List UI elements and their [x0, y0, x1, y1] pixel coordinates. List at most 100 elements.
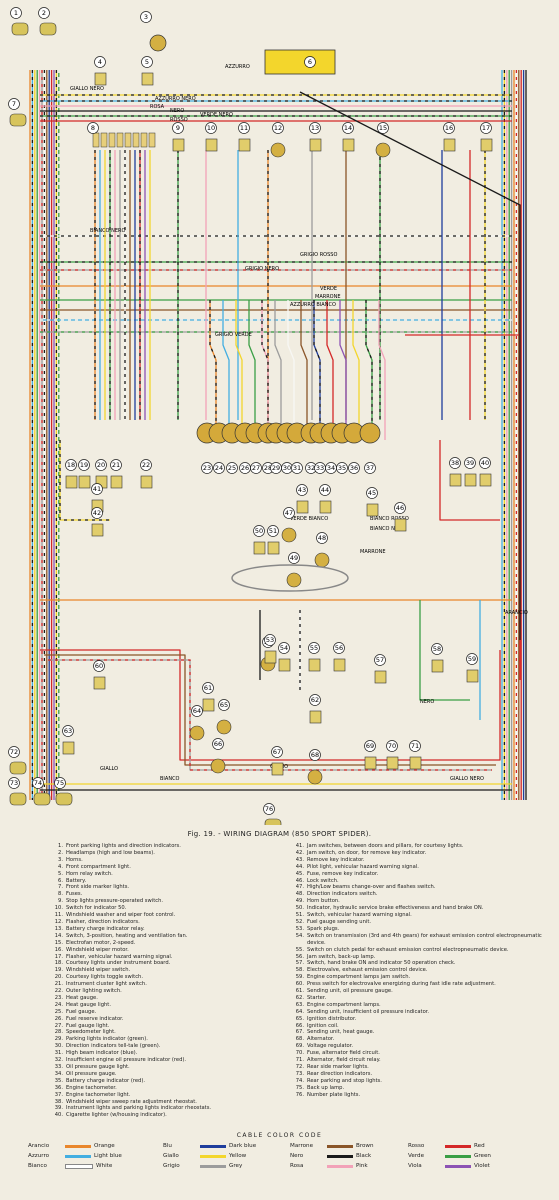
wire-label: GRIGIO VERDE [215, 332, 252, 338]
component-71: 71 [409, 740, 422, 770]
legend-item: 72.Rear side marker lights. [287, 1064, 549, 1071]
component-50: 50 [253, 525, 266, 555]
legend-item: 31.High beam indicator (blue). [46, 1050, 282, 1057]
legend-item: 7.Front side marker lights. [46, 884, 282, 891]
legend-number: 63. [295, 1001, 304, 1008]
cable-italian-name: Rosa [290, 1163, 304, 1169]
legend-number: 76. [295, 1091, 304, 1098]
wire-label: GRIGIO ROSSO [300, 252, 337, 258]
component-46: 46 [394, 502, 407, 532]
cable-english-name: Red [474, 1143, 485, 1149]
component-number: 72 [10, 748, 18, 756]
legend-text: Alternator. [307, 1036, 335, 1043]
component-number: 58 [433, 645, 441, 653]
component-number: 53 [266, 636, 274, 644]
legend-item: 62.Starter. [287, 995, 549, 1002]
legend-item: 33.Oil pressure gauge light. [46, 1064, 282, 1071]
device-icon [78, 475, 91, 489]
component-number-badge [250, 462, 262, 474]
cable-color-swatch [327, 1164, 353, 1168]
lamp-icon [9, 792, 27, 806]
component-number: 15 [379, 124, 387, 132]
component-number-badge [336, 462, 348, 474]
wire-label: AZZURRO NERO [155, 96, 196, 102]
device-icon [253, 541, 266, 555]
component-number-badge [364, 462, 376, 474]
component-number: 25 [228, 464, 236, 472]
legend-number: 37. [54, 1091, 63, 1098]
wire-label: ARANCIO [505, 610, 528, 616]
component-75: 75 [54, 777, 73, 806]
cable-italian-name: Grigio [163, 1163, 180, 1169]
component-number-badge [93, 660, 105, 672]
wire-label: ROSSO [170, 117, 188, 123]
component-number-badge [278, 642, 290, 654]
cable-color-swatch [200, 1154, 226, 1158]
component-number: 35 [338, 464, 346, 472]
legend-number: 68. [295, 1036, 304, 1043]
device-icon [205, 138, 218, 152]
legend-item: 71.Alternator, field circuit relay. [287, 1057, 549, 1064]
fuse-cell [108, 132, 116, 148]
component-68: 68 [307, 749, 323, 785]
legend-item: 51.Switch, vehicular hazard warning sign… [287, 912, 549, 919]
component-number-badge [65, 459, 77, 471]
wire-label: ROSA [150, 104, 165, 110]
wire [352, 300, 360, 440]
component-39: 39 [464, 457, 477, 487]
cable-italian-name: Nero [290, 1153, 304, 1159]
legend-number: 27. [54, 1022, 63, 1029]
component-63: 63 [62, 725, 75, 755]
component-number: 13 [311, 124, 319, 132]
component-number-badge [140, 459, 152, 471]
device-icon [443, 138, 456, 152]
legend-text: Switch, vehicular hazard warning signal. [307, 912, 412, 919]
legend-number: 46. [295, 877, 304, 884]
legend-number: 26. [54, 1015, 63, 1022]
fuse-cell [124, 132, 132, 148]
legend-item: 20.Courtesy lights toggle switch. [46, 974, 282, 981]
legend-number: 31. [54, 1050, 63, 1057]
legend-item: 22.Outer lighting switch. [46, 988, 282, 995]
legend-text: Engine compartment lamps. [307, 1001, 381, 1008]
legend-item: 44.Pilot light, vehicular hazard warning… [287, 864, 549, 871]
component-number-badge [464, 457, 476, 469]
component-number-badge [94, 56, 106, 68]
wire [339, 300, 347, 440]
component-number: 18 [67, 461, 75, 469]
battery-body [264, 49, 336, 75]
component-number: 29 [272, 464, 280, 472]
component-number-badge [333, 642, 345, 654]
legend-text: Flasher, direction indicators. [66, 918, 140, 925]
component-number: 45 [368, 489, 376, 497]
legend-number: 10. [54, 905, 63, 912]
component-57: 57 [374, 654, 387, 684]
component-number: 74 [34, 779, 42, 787]
legend-text: Switch, hand brake ON and indicator 50 o… [307, 960, 456, 967]
fuse-cell [116, 132, 124, 148]
component-number-badge [110, 459, 122, 471]
component-number-badge [8, 777, 20, 789]
component-number: 6 [308, 58, 312, 66]
component-number: 63 [64, 727, 72, 735]
legend-text: Windshield wiper motor. [66, 946, 129, 953]
component-47: 47 [281, 507, 297, 543]
legend-number: 25. [54, 1008, 63, 1015]
legend-number: 32. [54, 1057, 63, 1064]
device-icon [267, 541, 280, 555]
legend-number: 58. [295, 967, 304, 974]
legend-text: Electrofan motor, 2-speed. [66, 939, 136, 946]
cable-color-swatch [445, 1164, 471, 1168]
legend-item: 8.Fuses. [46, 891, 282, 898]
legend-text: Rear direction indicators. [307, 1070, 373, 1077]
legend-item: 4.Front compartment light. [46, 864, 282, 871]
wire [300, 300, 308, 440]
legend-number: 69. [295, 1043, 304, 1050]
legend-number: 36. [54, 1084, 63, 1091]
lamp-icon [264, 818, 282, 825]
cable-italian-name: Verde [408, 1153, 425, 1159]
